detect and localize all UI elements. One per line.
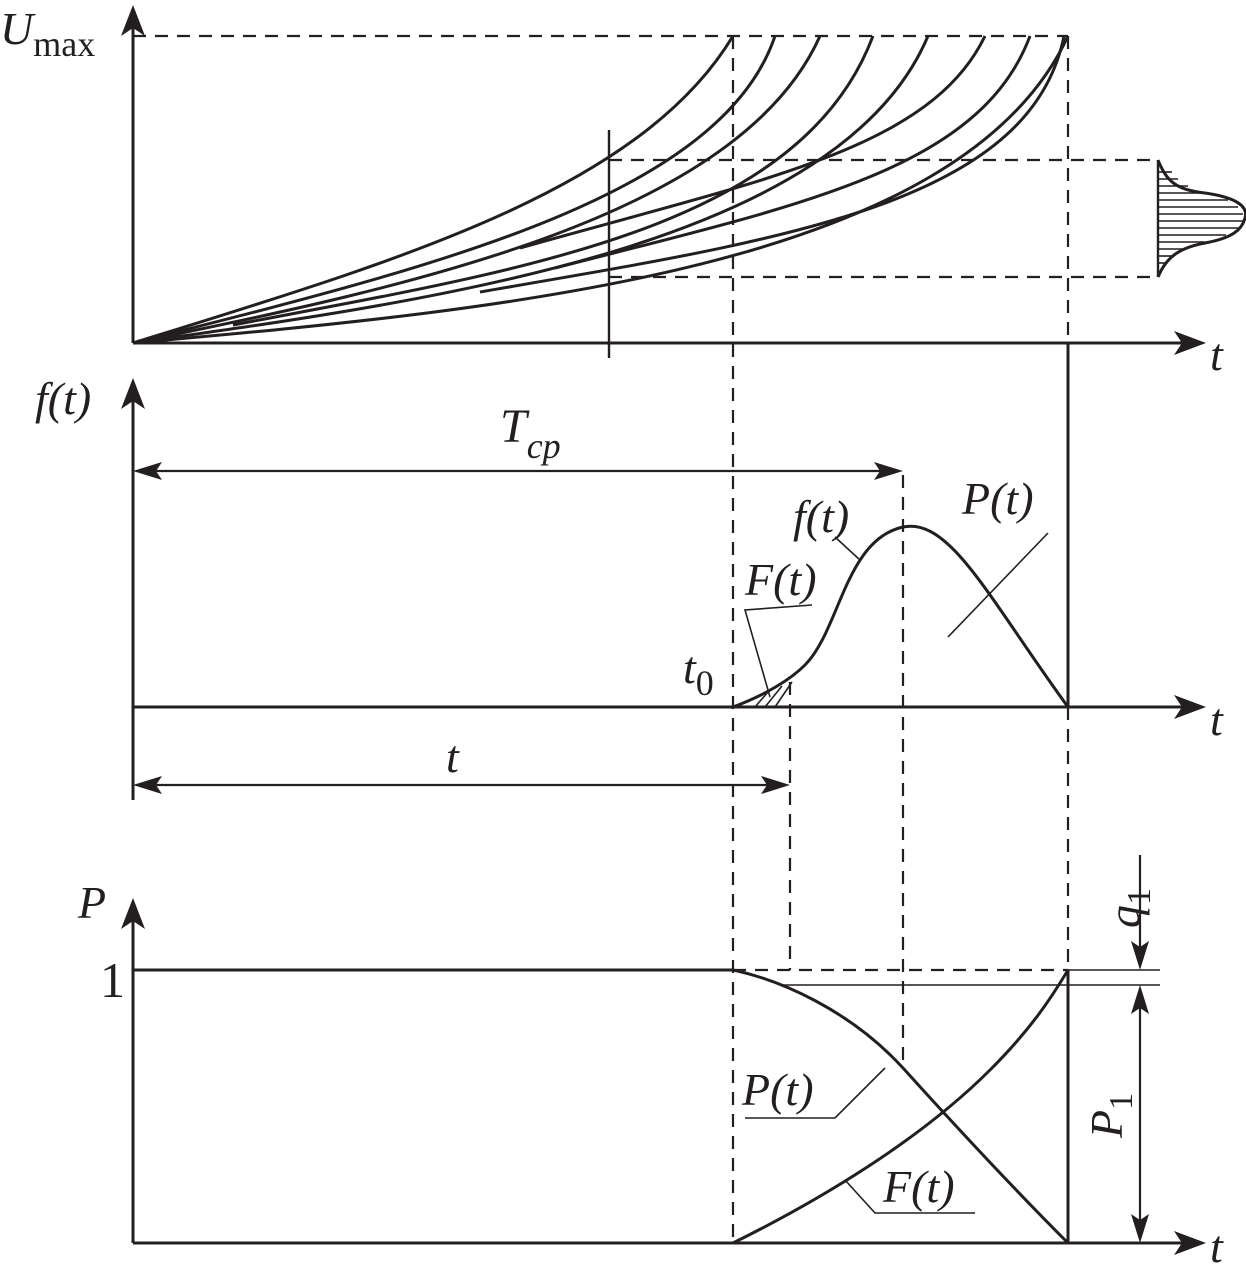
t-cp-arrow-left [133,462,162,480]
t-axis-top-arrow [1174,331,1206,355]
projection-lines [731,36,1070,1243]
t0-label: t0 [683,642,714,703]
t-axis-label-top: t [1210,329,1224,380]
leader-P [947,532,1049,638]
p1-arrow-bottom [1131,1214,1149,1243]
t-arrow-right [761,776,790,794]
q1-label: q1 [1099,888,1158,928]
degradation-curves [132,35,1070,345]
t-cp-arrow-right [874,462,903,480]
p-axis-label: P [77,877,106,928]
degradation-curve [132,35,735,345]
degradation-curve [232,35,875,327]
degradation-panel: Umax t [0,3,1246,380]
P-curve-label-mid: P(t) [961,473,1034,524]
p1-arrow-top [1131,985,1149,1014]
degradation-curve [132,35,930,345]
f-axis-arrow [121,378,145,409]
leader-F [743,604,813,698]
leader-f [834,536,861,561]
q1-arrow [1131,941,1149,970]
t-arrow-left [133,776,162,794]
leader-F-bottom [844,1179,975,1214]
t-axis-label-mid: t [1210,694,1224,745]
degradation-curve [554,35,1032,270]
density-f-curve [732,524,1070,709]
p1-label: P1 [1081,1093,1140,1139]
t-axis-label-bottom: t [1210,1221,1224,1264]
P-curve-label-bottom: P(t) [741,1064,814,1115]
f-axis-label: f(t) [35,373,91,424]
p-curve [732,968,1070,1245]
density-panel: f(t) Tcp f(t) F(t) P(t) t0 t t [35,343,1224,800]
leader-P-bottom [745,1067,886,1119]
F-curve-label: F(t) [744,554,817,605]
t-cp-label: Tcp [500,400,561,466]
one-label: 1 [100,952,125,1008]
p-axis-arrow [121,898,145,929]
degradation-curve [132,35,822,345]
t-axis-bottom-arrow [1174,1231,1206,1255]
degradation-curve [132,35,1070,345]
F-curve [732,969,1070,1245]
probability-panel: P 1 P(t) F(t) t q1 P1 [77,855,1224,1264]
spread-distribution [1156,159,1246,278]
density-curve [1156,159,1246,278]
t-interval-label: t [446,731,460,782]
t-axis-mid-arrow [1174,695,1206,719]
F-curve-label-bottom: F(t) [882,1161,955,1212]
u-axis-arrow [121,5,145,36]
degradation-curve [132,35,777,345]
degradation-curve [519,35,987,250]
f-curve-label: f(t) [793,491,849,542]
u-max-label: Umax [0,3,95,64]
